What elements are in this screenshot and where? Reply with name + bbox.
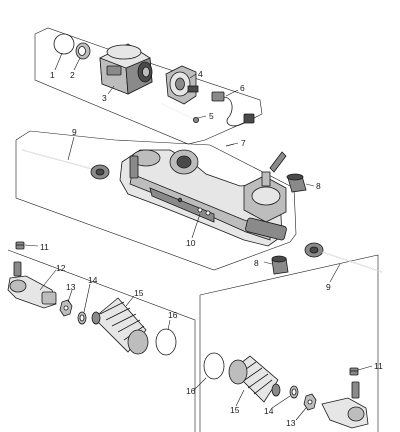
callout-7: 7 <box>241 138 246 148</box>
callout-3: 3 <box>102 93 107 103</box>
callout-8-lower: 8 <box>254 258 259 268</box>
callout-10: 10 <box>186 238 196 248</box>
wiring-harness <box>211 91 255 127</box>
callout-15-right: 15 <box>230 405 240 415</box>
outer-tie-rod-end-left <box>7 261 57 309</box>
steering-gear-housing <box>119 149 287 247</box>
lower-left-group-frame <box>7 249 196 432</box>
callout-1: 1 <box>50 70 55 80</box>
callout-16-left: 16 <box>168 310 178 320</box>
callout-13-right: 13 <box>286 418 296 428</box>
callout-numbers: 1 2 3 4 5 6 7 8 8 9 9 10 11 11 12 13 13 … <box>40 69 383 428</box>
callout-14-right: 14 <box>264 406 274 416</box>
o-ring <box>53 33 75 55</box>
inner-tie-rod-left <box>21 149 110 180</box>
callout-5: 5 <box>209 111 214 121</box>
adjuster-cap <box>271 255 289 275</box>
top-group-frame <box>34 27 263 145</box>
bellows-boot-right <box>228 355 281 403</box>
boot-clip-left <box>77 311 87 325</box>
bolt <box>161 103 199 124</box>
callout-9-right: 9 <box>326 282 331 292</box>
callout-16-right: 16 <box>186 386 196 396</box>
bearing <box>75 42 91 60</box>
bellows-boot-left <box>91 297 149 355</box>
boot-clip-right <box>289 385 299 399</box>
callout-9-left: 9 <box>72 127 77 137</box>
electric-motor <box>99 43 153 95</box>
sensor-housing <box>165 65 199 105</box>
inner-tie-rod-right <box>304 242 383 273</box>
nut-right <box>349 367 359 376</box>
leader-lines <box>24 52 373 421</box>
callout-4: 4 <box>198 69 203 79</box>
callout-12: 12 <box>56 263 66 273</box>
callout-11-right: 11 <box>374 361 383 371</box>
group-frames <box>7 27 379 432</box>
callout-15-left: 15 <box>134 288 144 298</box>
lock-nut-left <box>59 299 73 317</box>
callout-11-left: 11 <box>40 242 49 252</box>
lower-right-group-frame <box>199 254 379 432</box>
nut-left <box>15 241 25 250</box>
callout-14-left: 14 <box>88 275 98 285</box>
lock-nut-right <box>303 393 317 411</box>
callout-8-upper: 8 <box>316 181 321 191</box>
outer-tie-rod-end-right <box>321 381 369 429</box>
pinion-cap <box>286 173 307 193</box>
callout-13-left: 13 <box>66 282 76 292</box>
seal-ring-left <box>155 328 177 356</box>
callout-6: 6 <box>240 83 245 93</box>
callout-2: 2 <box>70 70 75 80</box>
seal-ring-right <box>203 352 225 380</box>
pin <box>225 143 235 147</box>
middle-group-frame <box>15 130 297 271</box>
